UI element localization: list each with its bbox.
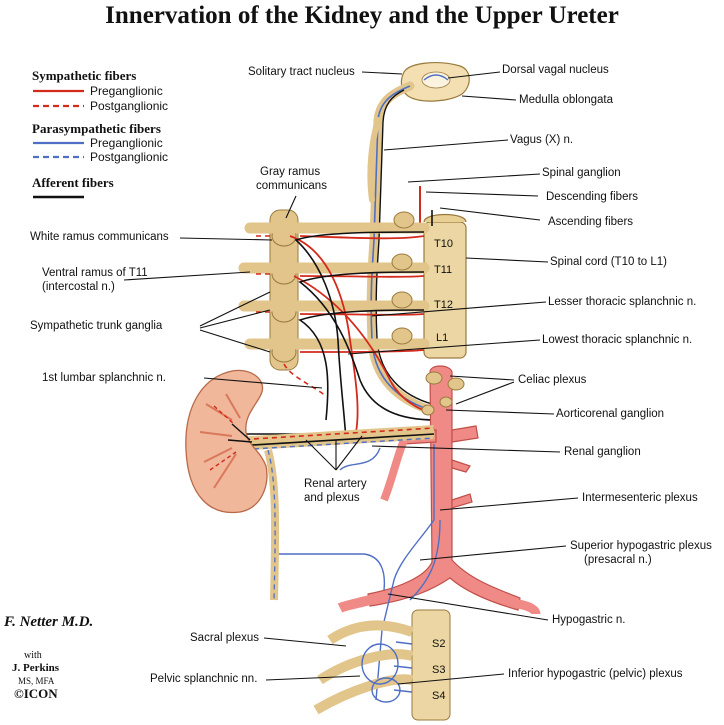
aorta: [337, 365, 541, 615]
signature-name: F. Netter M.D.: [4, 614, 94, 630]
legend-afferent-heading: Afferent fibers: [32, 175, 114, 190]
label-intermesenteric: Intermesenteric plexus: [582, 492, 698, 504]
preganglionic-sympathetic-fibers: [289, 235, 431, 433]
label-sympathetic-trunk: Sympathetic trunk ganglia: [30, 320, 163, 332]
legend-parasympathetic-heading: Parasympathetic fibers: [32, 121, 161, 136]
label-gray-ramus-1: Gray ramus: [260, 166, 321, 178]
renal-artery-nerves: [235, 425, 435, 451]
label-dorsal-vagal-nucleus: Dorsal vagal nucleus: [502, 64, 609, 76]
label-descending-fibers: Descending fibers: [546, 191, 639, 203]
label-lesser-thoracic: Lesser thoracic splanchnic n.: [548, 296, 697, 308]
page-title: Innervation of the Kidney and the Upper …: [105, 2, 619, 29]
label-pelvic-splanchnic: Pelvic splanchnic nn.: [150, 673, 258, 685]
segment-t12: T12: [434, 299, 453, 311]
label-gray-ramus-2: communicans: [256, 180, 327, 192]
kidney: [185, 369, 268, 514]
publisher-logo: ©ICON: [14, 686, 58, 701]
spinal-ganglia: [391, 211, 415, 345]
vagus-nerve: [366, 81, 435, 415]
legend-parasympathetic-pre: Preganglionic: [90, 136, 163, 150]
segment-s2: S2: [432, 638, 446, 650]
label-lowest-thoracic: Lowest thoracic splanchnic n.: [542, 334, 693, 346]
label-first-lumbar: 1st lumbar splanchnic n.: [42, 372, 167, 384]
label-medulla-oblongata: Medulla oblongata: [519, 94, 613, 106]
label-renal-ganglion: Renal ganglion: [564, 446, 641, 458]
celiac-ganglia: [421, 371, 465, 416]
label-sacral-plexus: Sacral plexus: [190, 632, 260, 644]
label-ventral-ramus-1: Ventral ramus of T11: [42, 267, 148, 279]
label-superior-hypogastric-1: Superior hypogastric plexus: [570, 540, 712, 552]
label-celiac-plexus: Celiac plexus: [518, 374, 587, 386]
segment-l1: L1: [436, 332, 449, 344]
label-ventral-ramus-2: (intercostal n.): [42, 281, 115, 293]
parasympathetic-pelvic: [276, 444, 441, 701]
legend-parasympathetic-post: Postganglionic: [90, 150, 169, 164]
label-renal-artery-2: and plexus: [304, 492, 360, 504]
legend-swatches: [33, 89, 84, 199]
legend-sympathetic-heading: Sympathetic fibers: [32, 68, 137, 83]
label-hypogastric: Hypogastric n.: [552, 614, 626, 626]
sacral-region: [313, 609, 451, 721]
label-renal-artery-1: Renal artery: [304, 478, 367, 490]
legend-sympathetic-pre: Preganglionic: [90, 84, 163, 98]
signature-coauthor: J. Perkins: [12, 662, 60, 674]
signature-with: with: [24, 650, 42, 661]
ventral-rami: [238, 222, 430, 350]
segment-t11: T11: [434, 264, 453, 276]
spinal-cord: [419, 186, 467, 359]
segment-t10: T10: [434, 238, 453, 250]
label-superior-hypogastric-2: (presacral n.): [584, 554, 652, 566]
leader-lines: [123, 71, 579, 685]
segment-s3: S3: [432, 664, 446, 676]
label-ascending-fibers: Ascending fibers: [548, 216, 634, 228]
segment-s4: S4: [432, 690, 446, 702]
label-white-ramus: White ramus communicans: [30, 231, 169, 243]
signature-credentials: MS, MFA: [18, 676, 55, 686]
ureter: [264, 448, 280, 601]
label-solitary-tract-nucleus: Solitary tract nucleus: [248, 66, 355, 78]
label-vagus: Vagus (X) n.: [510, 134, 574, 146]
label-aorticorenal: Aorticorenal ganglion: [556, 408, 665, 420]
label-spinal-cord: Spinal cord (T10 to L1): [550, 256, 667, 268]
label-inferior-hypogastric: Inferior hypogastric (pelvic) plexus: [508, 668, 683, 680]
label-spinal-ganglion: Spinal ganglion: [542, 167, 621, 179]
legend-sympathetic-post: Postganglionic: [90, 99, 169, 113]
